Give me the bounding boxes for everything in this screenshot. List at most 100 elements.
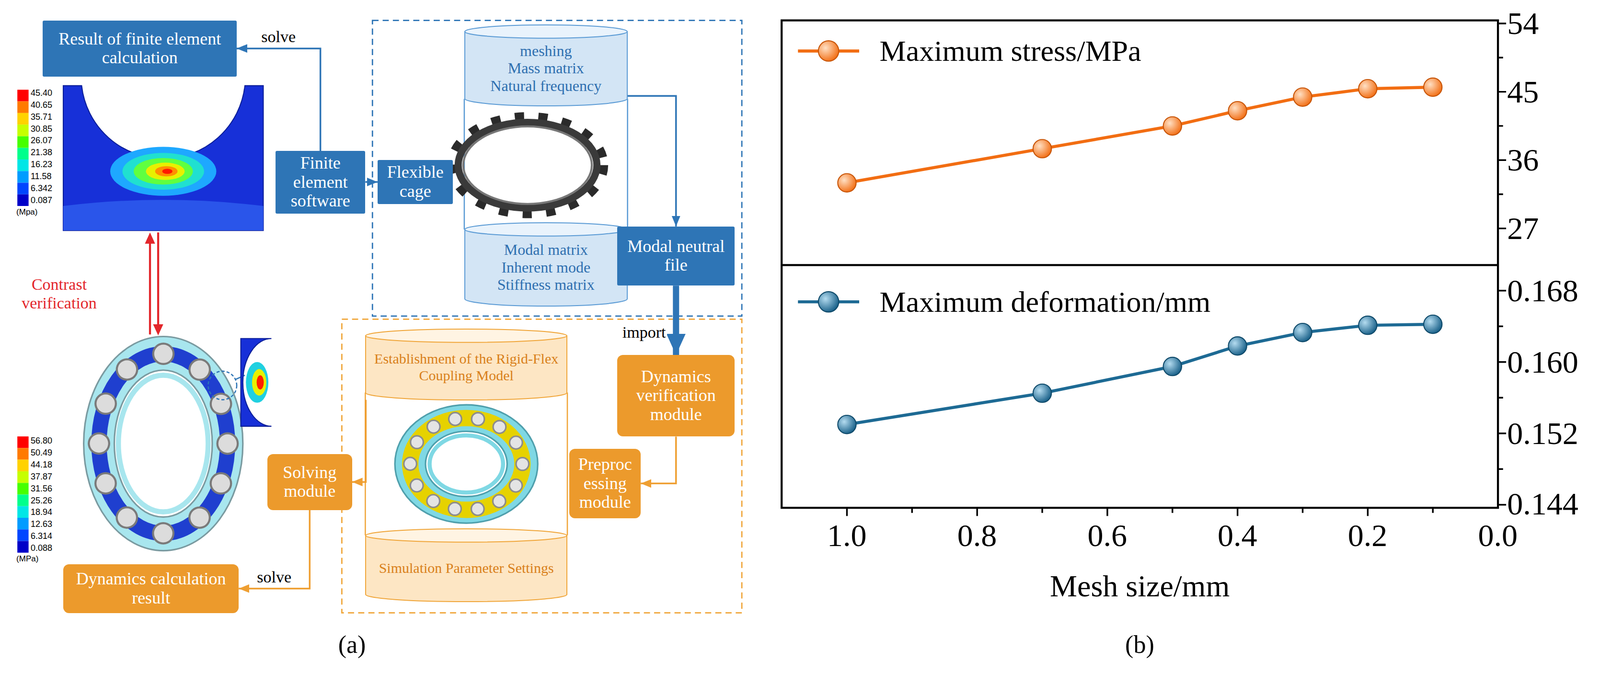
stress-series [846, 87, 1433, 184]
node-text: meshing [471, 42, 622, 60]
text-label: 0.144 [1507, 488, 1579, 520]
text-label: 0.0 [1478, 519, 1519, 552]
stress-contour [162, 168, 173, 174]
color-bar [17, 436, 29, 449]
color-bar [17, 136, 29, 148]
node-text: Result of finite element calculation [47, 29, 232, 68]
contrast-arrow [152, 324, 163, 336]
node-text: Dynamics calculation result [68, 569, 234, 608]
bearing-stress-model [118, 375, 208, 512]
process-box: Flexible cage [377, 160, 454, 204]
stress-series [837, 173, 856, 193]
scale-value: (Mpa) [16, 207, 38, 217]
bearing-stress-model [114, 370, 213, 518]
axis-tick [846, 23, 1507, 517]
chart-frame [781, 20, 1498, 509]
cylinder-top [464, 24, 628, 39]
bearing-stress-model [207, 371, 237, 401]
scale-value: 25.26 [30, 496, 53, 506]
color-bar [17, 471, 29, 484]
edge-label: import [621, 323, 668, 342]
color-bar [17, 171, 29, 183]
cylinder-top [365, 529, 567, 543]
stress-contour [146, 162, 185, 181]
node-text: Modal matrix [471, 241, 622, 259]
flow-arrow [365, 181, 378, 184]
bearing-stress-model [99, 354, 228, 534]
color-bar [17, 113, 29, 125]
edge-label: solve [255, 568, 293, 587]
node-text: Simulation Parameter Settings [371, 560, 561, 577]
scale-value: 18.94 [30, 507, 53, 517]
color-bar [17, 148, 29, 160]
text-label: (a) [338, 632, 367, 658]
scale-value: (MPa) [16, 554, 39, 564]
color-bar [17, 448, 29, 460]
bearing-model [394, 404, 538, 524]
text-label: 0.160 [1507, 346, 1579, 379]
bearing-stress-model [256, 375, 265, 390]
flexible-cage-model [458, 122, 598, 208]
dashed-frame [341, 319, 742, 613]
color-bar [17, 529, 29, 542]
flexible-cage-model [451, 117, 603, 214]
process-box: Solving module [267, 454, 353, 511]
node-text: Modal neutral file [621, 237, 730, 276]
scale-value: 16.23 [30, 160, 53, 169]
process-box: Finite element software [275, 150, 366, 214]
text-label: 0.8 [957, 519, 998, 552]
text-label: 0.152 [1507, 417, 1579, 450]
text-label: (b) [1125, 632, 1155, 658]
text-label: 0.168 [1507, 275, 1579, 307]
bearing-stress-model [83, 336, 243, 552]
cylinder-node: Modal matrixInherent modeStiffness matri… [464, 222, 628, 307]
deformation-series [818, 291, 840, 313]
scale-value: 0.088 [30, 543, 53, 553]
stress-series [1033, 139, 1052, 158]
color-bar [17, 483, 29, 495]
process-box: Dynamics verification module [617, 355, 735, 437]
legend-text: Maximum deformation/mm [879, 287, 1211, 317]
bearing-model [394, 404, 538, 524]
text-label: 36 [1507, 144, 1539, 176]
scale-value: 45.40 [30, 88, 53, 98]
stress-contour [155, 166, 178, 177]
text-label: 54 [1507, 7, 1539, 40]
bearing-stress-model [83, 336, 297, 552]
cylinder-top [365, 329, 567, 343]
text-label: 45 [1507, 76, 1539, 108]
contrast-arrow [149, 240, 151, 335]
stress-series [1293, 88, 1312, 107]
scale-value: 6.314 [30, 531, 53, 541]
stress-series [1423, 78, 1442, 97]
bearing-model [410, 418, 523, 511]
bearing-stress-model [245, 362, 269, 403]
deformation-series [1163, 357, 1182, 376]
flow-arrow [352, 400, 367, 483]
node-text: Stiffness matrix [471, 276, 622, 294]
stress-contour [63, 85, 264, 231]
chart-frame [781, 264, 1498, 266]
cylinder-node: Establishment of the Rigid-Flex Coupling… [365, 328, 568, 401]
cylinder-side-line [566, 392, 569, 536]
scale-value: 40.65 [30, 100, 53, 110]
color-bar [17, 460, 29, 472]
stress-series [1163, 116, 1182, 136]
text-label: 1.0 [827, 519, 867, 552]
color-bar [17, 494, 29, 507]
cylinder-top [464, 222, 628, 237]
node-text: Solving module [272, 463, 348, 502]
stress-series [1228, 101, 1247, 120]
process-box: Modal neutral file [617, 226, 735, 287]
stress-contour [110, 147, 217, 196]
bearing-stress-model [241, 338, 272, 427]
color-bar [17, 506, 29, 518]
node-text: Finite element software [280, 153, 361, 211]
text-label: 27 [1507, 212, 1539, 245]
deformation-series [1228, 336, 1247, 356]
dashed-frame [372, 20, 742, 317]
deformation-series [1358, 316, 1377, 335]
stress-contour [63, 199, 264, 231]
